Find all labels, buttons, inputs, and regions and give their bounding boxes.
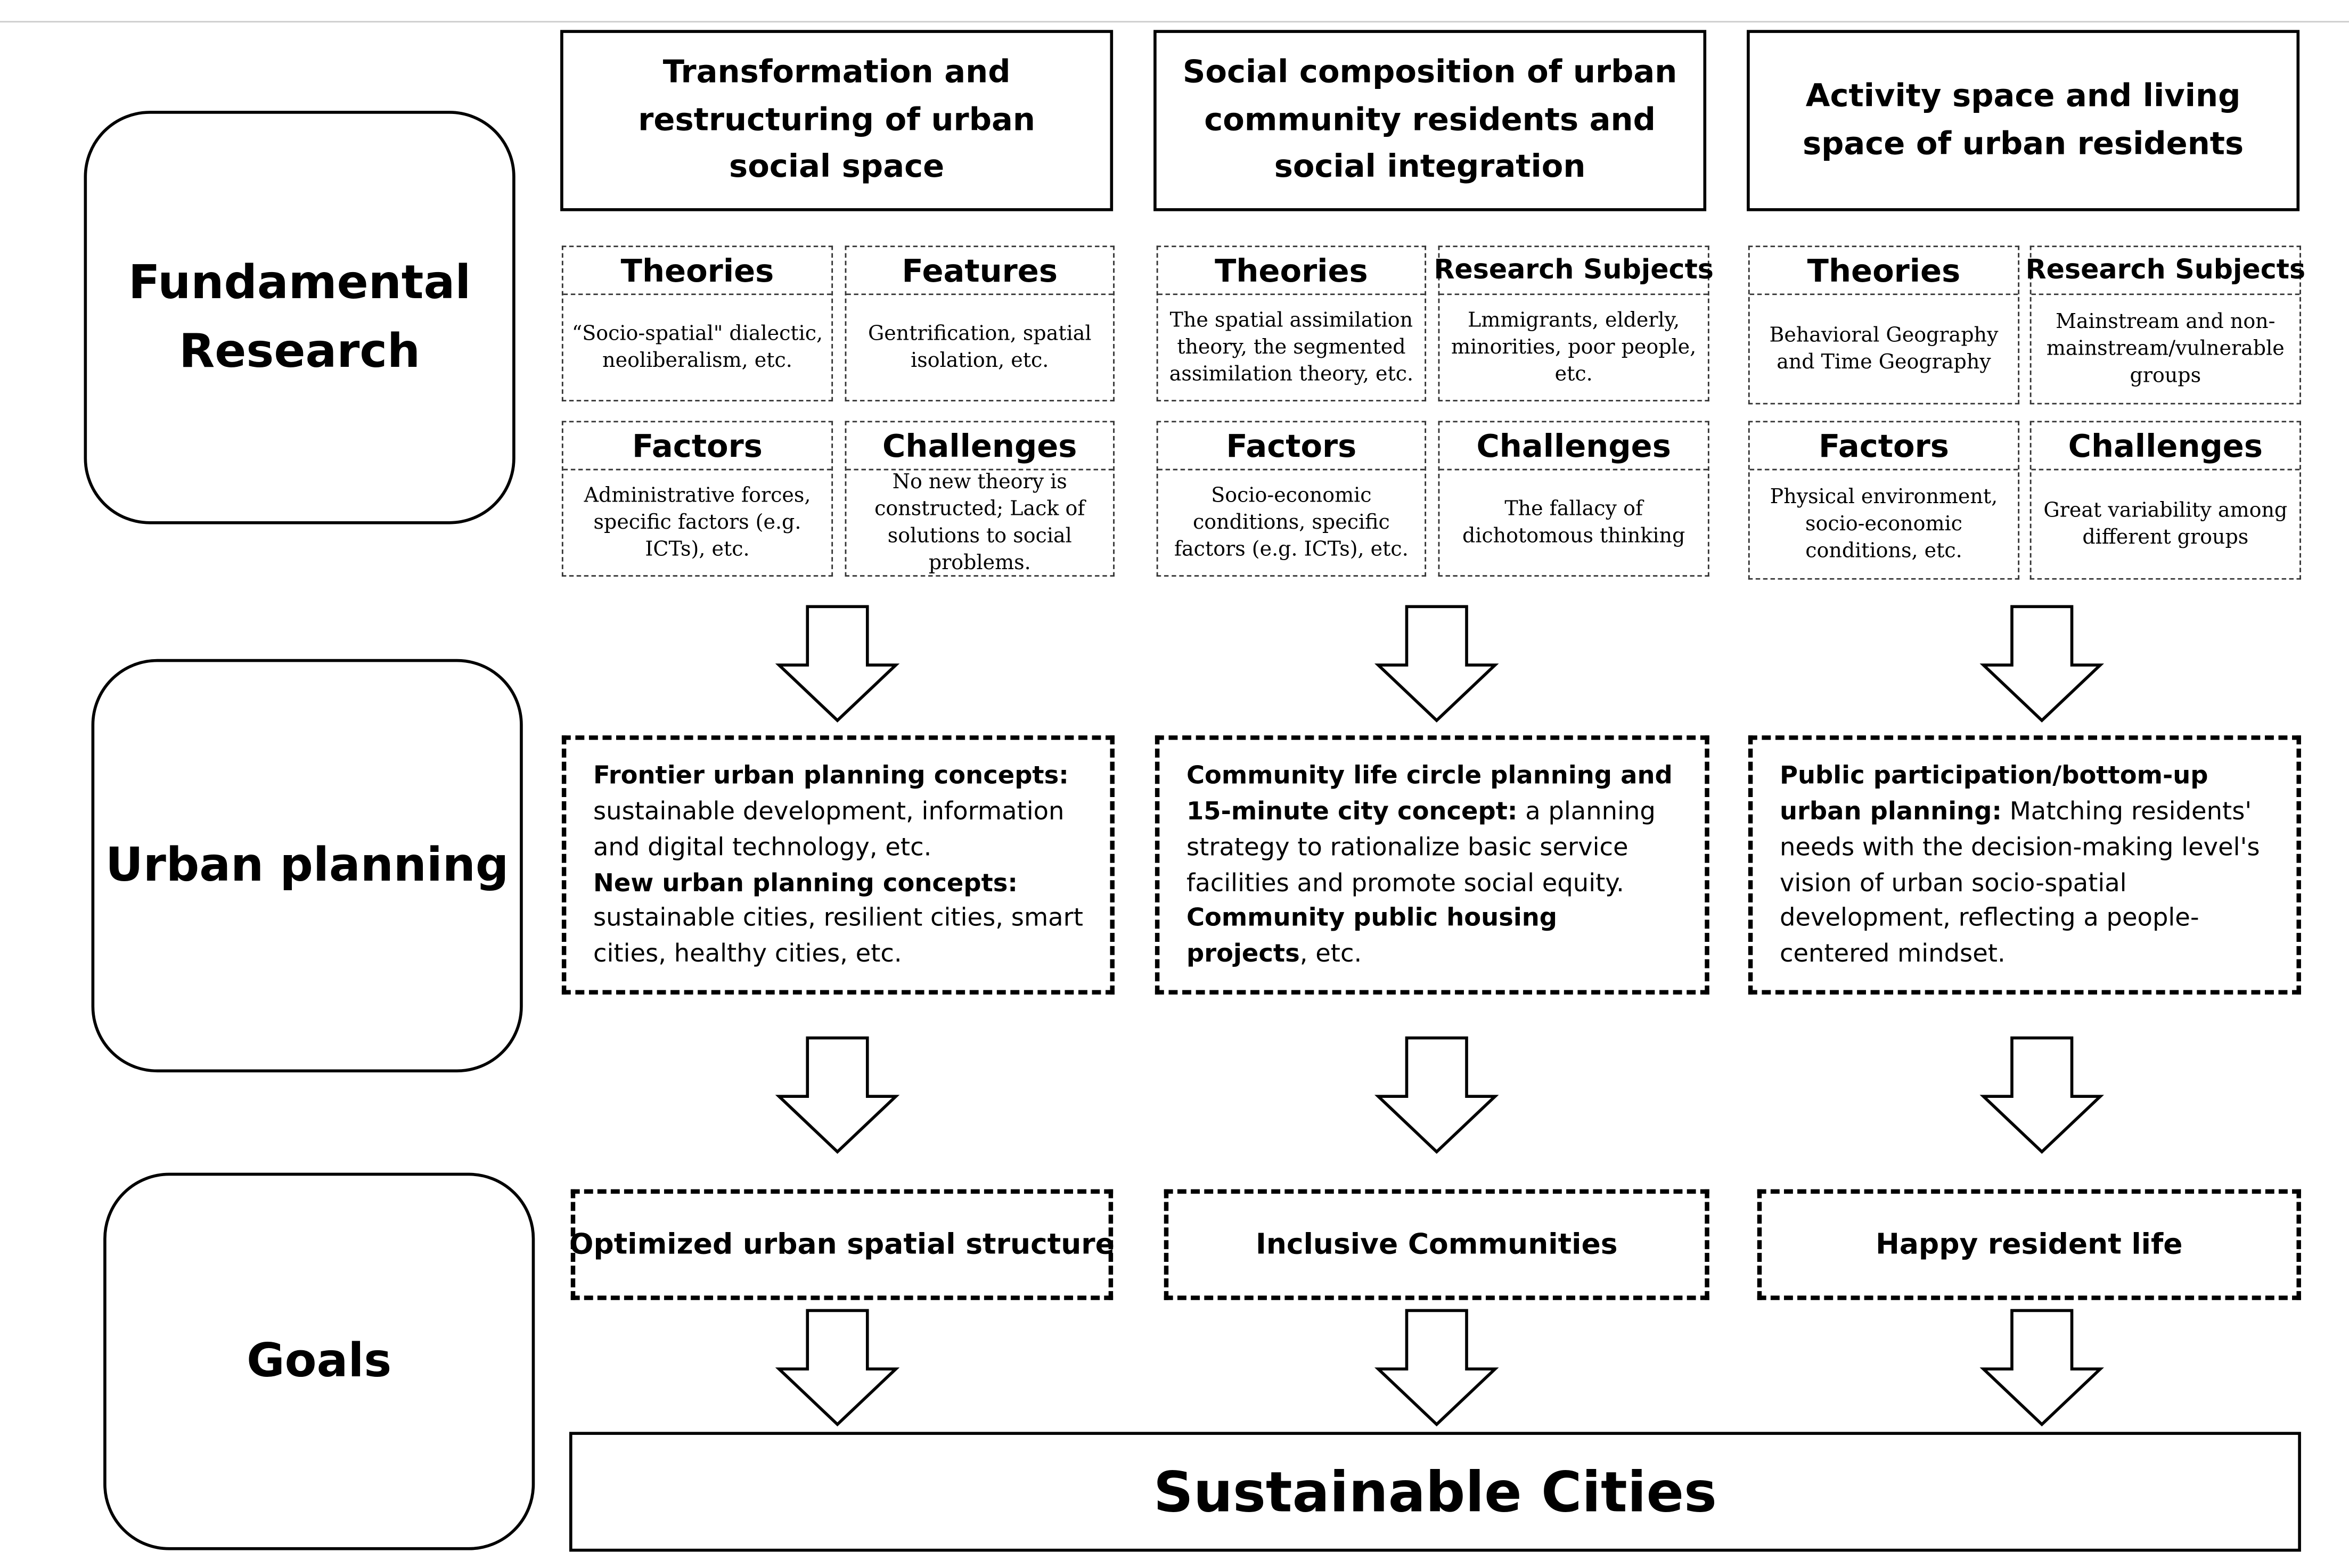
planning-concept: Community life circle planning and 15-mi…	[1186, 760, 1673, 825]
column-title-social-space: Transformation and restructuring of urba…	[560, 30, 1114, 211]
cell-text: Gentrification, spatial isolation, etc.	[867, 322, 1092, 373]
down-arrow-icon	[1374, 1036, 1499, 1154]
planning-concept: Frontier urban planning concepts:	[593, 760, 1069, 789]
cell-text: “Socio-spatial" dialectic, neoliberalism…	[571, 322, 823, 373]
cell-heading: Features	[846, 247, 1114, 295]
row-label-fundamental-research: Fundamental Research	[84, 111, 515, 524]
planning-text: Community life circle planning and 15-mi…	[1186, 758, 1678, 973]
row-label-goals: Goals	[103, 1172, 535, 1550]
down-arrow-icon	[1374, 605, 1499, 723]
goal-box-happy-resident-life: Happy resident life	[1757, 1189, 2301, 1300]
cell-heading: Challenges	[2031, 422, 2300, 471]
cell-challenges: Challenges No new theory is constructed;…	[845, 421, 1115, 577]
cell-heading: Theories	[1158, 247, 1425, 295]
cell-heading: Theories	[563, 247, 832, 295]
cell-theories: Theories Behavioral Geography and Time G…	[1748, 245, 2020, 405]
down-arrow-icon	[1979, 1036, 2105, 1154]
planning-box-activity-space: Public participation/bottom-up urban pla…	[1748, 735, 2301, 995]
cell-research-subjects: Research Subjects Lmmigrants, elderly, m…	[1434, 245, 1714, 401]
cell-text: The fallacy of dichotomous thinking	[1462, 497, 1685, 548]
cell-factors: Factors Physical environment, socio-econ…	[1748, 421, 2020, 580]
cell-text: Physical environment, socio-economic con…	[1770, 485, 1998, 564]
cell-heading: Factors	[563, 422, 832, 471]
planning-box-social-composition: Community life circle planning and 15-mi…	[1155, 735, 1709, 995]
planning-text: Public participation/bottom-up urban pla…	[1780, 758, 2270, 973]
cell-text: Administrative forces, specific factors …	[584, 483, 811, 562]
cell-features: Features Gentrification, spatial isolati…	[845, 245, 1115, 401]
down-arrow-icon	[775, 605, 900, 723]
down-arrow-icon	[775, 1036, 900, 1154]
column-title-social-composition: Social composition of urban community re…	[1153, 30, 1707, 211]
column-title-activity-space: Activity space and living space of urban…	[1747, 30, 2300, 211]
cell-challenges: Challenges The fallacy of dichotomous th…	[1438, 421, 1709, 577]
cell-text: Behavioral Geography and Time Geography	[1769, 323, 1999, 375]
down-arrow-icon	[1374, 1309, 1499, 1427]
goal-box-spatial-structure: Optimized urban spatial structure	[569, 1189, 1115, 1300]
cell-heading: Factors	[1158, 422, 1425, 471]
planning-concept: Public participation/bottom-up urban pla…	[1779, 760, 2208, 825]
planning-text: Frontier urban planning concepts: sustai…	[593, 758, 1083, 973]
planning-concept: New urban planning concepts:	[593, 868, 1018, 897]
down-arrow-icon	[1979, 1309, 2105, 1427]
planning-description: Matching residents' needs with the decis…	[1779, 796, 2260, 968]
cell-challenges: Challenges Great variability among diffe…	[2029, 421, 2301, 580]
cell-heading: Theories	[1749, 247, 2018, 295]
planning-description: sustainable development, information and…	[593, 796, 1065, 861]
down-arrow-icon	[1979, 605, 2105, 723]
cell-text: Great variability among different groups	[2043, 498, 2288, 550]
planning-description: a planning strategy to rationalize basic…	[1186, 796, 1656, 897]
cell-text: Mainstream and non-mainstream/vulnerable…	[2046, 309, 2285, 388]
cell-theories: Theories “Socio-spatial" dialectic, neol…	[561, 245, 833, 401]
cell-heading: Factors	[1749, 422, 2018, 471]
cell-text: Socio-economic conditions, specific fact…	[1174, 483, 1409, 562]
cell-heading: Challenges	[1439, 422, 1708, 471]
cell-research-subjects: Research Subjects Mainstream and non-mai…	[2026, 245, 2305, 405]
top-rule	[0, 21, 2349, 23]
cell-heading: Research Subjects	[2026, 247, 2305, 295]
cell-text: The spatial assimilation theory, the seg…	[1169, 308, 1414, 387]
final-goal-sustainable-cities: Sustainable Cities	[569, 1432, 2301, 1552]
cell-heading: Research Subjects	[1434, 247, 1714, 295]
cell-text: Lmmigrants, elderly, minorities, poor pe…	[1451, 308, 1697, 387]
row-label-urban-planning: Urban planning	[91, 659, 523, 1073]
planning-description: , etc.	[1299, 939, 1362, 968]
cell-heading: Challenges	[846, 422, 1114, 471]
down-arrow-icon	[775, 1309, 900, 1427]
planning-description: sustainable cities, resilient cities, sm…	[593, 904, 1083, 968]
cell-factors: Factors Socio-economic conditions, speci…	[1156, 421, 1427, 577]
planning-concept: Community public housing projects	[1186, 904, 1558, 968]
planning-box-social-space: Frontier urban planning concepts: sustai…	[561, 735, 1115, 995]
cell-text: No new theory is constructed; Lack of so…	[874, 470, 1085, 576]
cell-factors: Factors Administrative forces, specific …	[561, 421, 833, 577]
cell-theories: Theories The spatial assimilation theory…	[1156, 245, 1427, 401]
goal-box-inclusive-communities: Inclusive Communities	[1164, 1189, 1709, 1300]
